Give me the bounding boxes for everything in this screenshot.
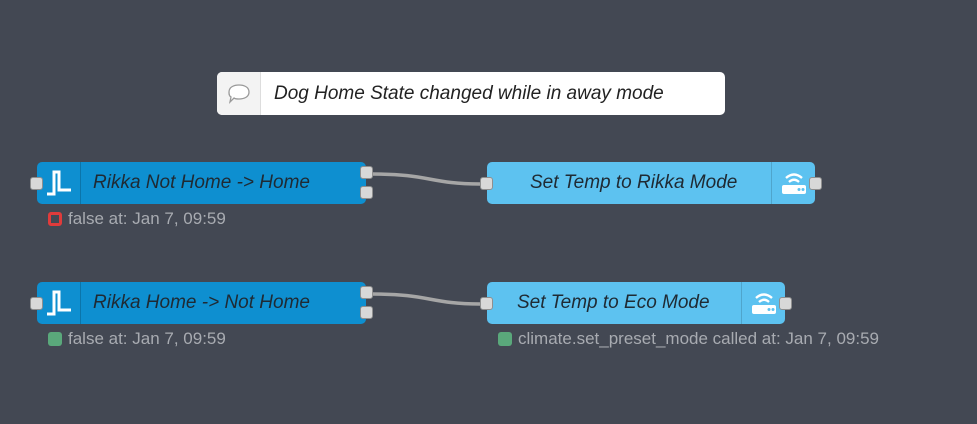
input-port[interactable]	[30, 297, 43, 310]
output-port[interactable]	[779, 297, 792, 310]
state-trigger-icon	[37, 282, 81, 324]
action-label: Set Temp to Rikka Mode	[530, 172, 738, 193]
output-port-false[interactable]	[360, 306, 373, 319]
output-port-false[interactable]	[360, 186, 373, 199]
status-text: climate.set_preset_mode called at: Jan 7…	[518, 329, 879, 348]
input-port[interactable]	[480, 297, 493, 310]
status-ring-icon	[48, 212, 62, 226]
output-port-true[interactable]	[360, 166, 373, 179]
status-text: false at: Jan 7, 09:59	[68, 209, 226, 228]
action-status: climate.set_preset_mode called at: Jan 7…	[498, 329, 879, 349]
wire-flow-1[interactable]	[371, 172, 481, 186]
trigger-status: false at: Jan 7, 09:59	[48, 329, 226, 349]
action-node-set-temp-eco[interactable]: Set Temp to Eco Mode	[487, 282, 785, 324]
wire-flow-2[interactable]	[371, 292, 481, 306]
trigger-status: false at: Jan 7, 09:59	[48, 209, 226, 229]
router-icon	[741, 282, 785, 324]
comment-node[interactable]: Dog Home State changed while in away mod…	[217, 72, 725, 115]
speech-bubble-icon	[217, 72, 261, 115]
action-label: Set Temp to Eco Mode	[517, 292, 710, 313]
output-port[interactable]	[809, 177, 822, 190]
status-dot-icon	[498, 332, 512, 346]
input-port[interactable]	[30, 177, 43, 190]
trigger-node-rikka-not-home-to-home[interactable]: Rikka Not Home -> Home	[37, 162, 366, 204]
action-node-set-temp-rikka[interactable]: Set Temp to Rikka Mode	[487, 162, 815, 204]
trigger-node-rikka-home-to-not-home[interactable]: Rikka Home -> Not Home	[37, 282, 366, 324]
state-trigger-icon	[37, 162, 81, 204]
output-port-true[interactable]	[360, 286, 373, 299]
trigger-label: Rikka Not Home -> Home	[93, 172, 310, 193]
trigger-label: Rikka Home -> Not Home	[93, 292, 310, 313]
status-dot-icon	[48, 332, 62, 346]
status-text: false at: Jan 7, 09:59	[68, 329, 226, 348]
router-icon	[771, 162, 815, 204]
input-port[interactable]	[480, 177, 493, 190]
comment-text: Dog Home State changed while in away mod…	[274, 83, 664, 104]
